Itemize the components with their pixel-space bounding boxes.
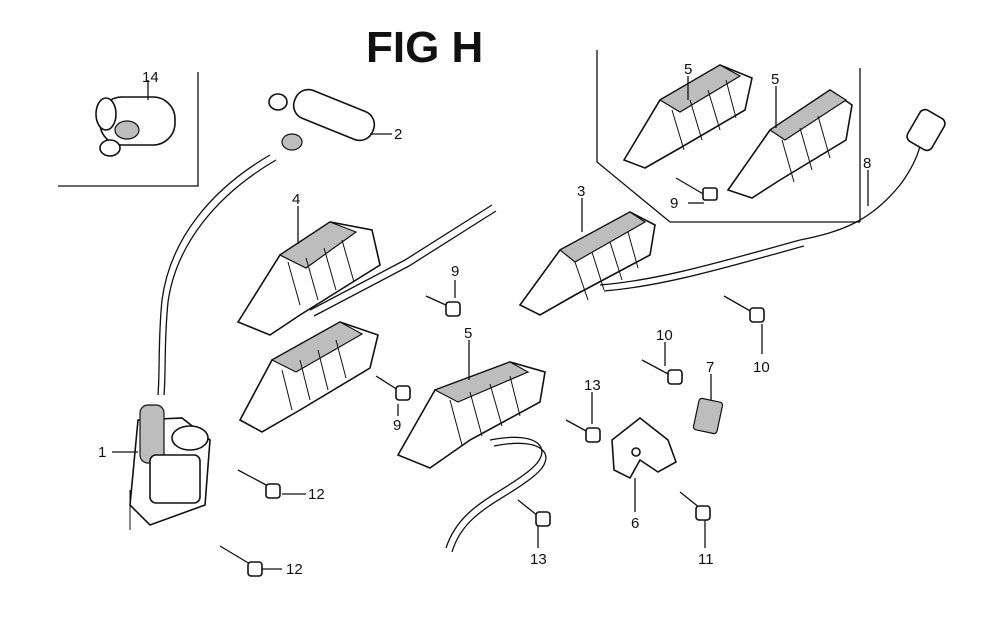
- inset-box-upper-right: [596, 50, 861, 223]
- screw-9-inset: [675, 177, 718, 204]
- part-5-coil-center: [396, 340, 547, 553]
- part-5-coil-inset-right: [726, 86, 853, 199]
- part-4-charge-coil: [236, 204, 497, 336]
- part-7-clip: [692, 374, 724, 435]
- screw-9-upper: [425, 280, 461, 317]
- callout-5-inset-left: 5: [684, 61, 692, 78]
- screw-11: [679, 491, 711, 548]
- callout-11: 11: [698, 551, 714, 568]
- screw-12-upper: [237, 469, 306, 499]
- callout-9-upper: 9: [451, 263, 459, 280]
- screw-13-upper: [565, 392, 601, 443]
- callout-4: 4: [292, 191, 300, 208]
- part-5-coil-inset-left: [622, 64, 753, 169]
- callout-3: 3: [577, 183, 585, 200]
- callout-10-center: 10: [656, 327, 673, 344]
- screw-13-lower: [517, 499, 551, 548]
- part-1-ignition-coil: [112, 404, 211, 530]
- callout-12-lower: 12: [286, 561, 303, 578]
- callout-8: 8: [863, 155, 871, 172]
- exciter-coil-lower: [238, 321, 379, 433]
- screw-10-right: [723, 295, 765, 354]
- screw-10-center: [641, 342, 683, 385]
- figure-title: FIG H: [366, 23, 483, 72]
- part-6-bracket: [611, 416, 677, 512]
- screw-9-lower: [375, 375, 411, 416]
- callout-5-inset-right: 5: [771, 71, 779, 88]
- part-14-spark-plug-cap: [95, 80, 176, 157]
- part-8-connector-cord: [799, 108, 946, 241]
- callout-10-right: 10: [753, 359, 770, 376]
- high-tension-lead: [157, 154, 277, 396]
- callout-5-center: 5: [464, 325, 472, 342]
- callout-6: 6: [631, 515, 639, 532]
- callout-1: 1: [98, 444, 106, 461]
- part-3-coil: [518, 198, 805, 316]
- callout-9-inset: 9: [670, 195, 678, 212]
- part-2-plug-cap: [268, 88, 392, 151]
- callout-9-lower: 9: [393, 417, 401, 434]
- callout-14: 14: [142, 69, 159, 86]
- inset-box-part-14: [58, 72, 199, 187]
- callout-13-upper: 13: [584, 377, 601, 394]
- callout-13-lower: 13: [530, 551, 547, 568]
- callout-7: 7: [706, 359, 714, 376]
- callout-2: 2: [394, 126, 402, 143]
- screw-12-lower: [219, 545, 282, 577]
- callout-12-upper: 12: [308, 486, 325, 503]
